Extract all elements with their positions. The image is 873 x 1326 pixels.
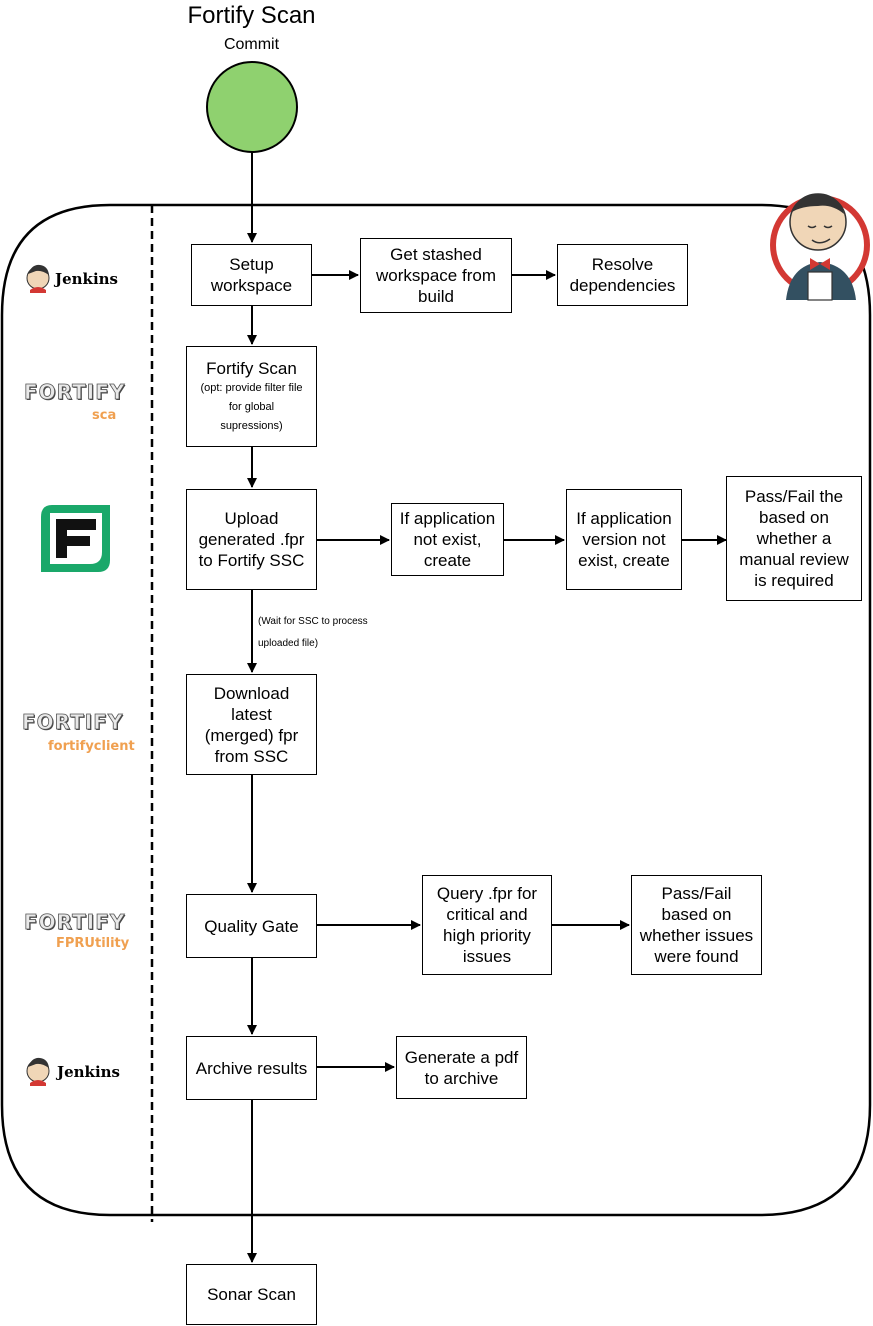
jenkins-logo-label: Jenkins bbox=[57, 1063, 120, 1081]
get-stashed-workspace-step: Get stashed workspace from build bbox=[360, 238, 512, 313]
fortifyclient-sub: fortifyclient bbox=[48, 739, 135, 754]
quality-gate-step: Quality Gate bbox=[186, 894, 317, 958]
fortify-sca-sub: sca bbox=[92, 408, 117, 423]
pass-fail-issues-step: Pass/Fail based on whether issues were f… bbox=[631, 875, 762, 975]
pass-fail-review-step: Pass/Fail the based on whether a manual … bbox=[726, 476, 862, 601]
resolve-dependencies-step: Resolve dependencies bbox=[557, 244, 688, 306]
start-label: Commit bbox=[223, 36, 280, 53]
upload-fpr-step: Upload generated .fpr to Fortify SSC bbox=[186, 489, 317, 590]
jenkins-mascot-icon bbox=[770, 193, 870, 301]
generate-pdf-step: Generate a pdf to archive bbox=[396, 1036, 527, 1099]
wait-note: (Wait for SSC to process uploaded file) bbox=[258, 616, 368, 649]
create-version-step: If application version not exist, create bbox=[566, 489, 682, 590]
diagram-title: Fortify Scan bbox=[187, 2, 316, 29]
start-node bbox=[206, 61, 298, 153]
fortifyclient-logo: FORTIFY bbox=[22, 710, 124, 735]
fortify-sca-logo: FORTIFY bbox=[24, 380, 126, 405]
fprutility-sub: FPRUtility bbox=[56, 936, 130, 951]
jenkins-small-icon bbox=[26, 1057, 50, 1086]
archive-results-step: Archive results bbox=[186, 1036, 317, 1100]
download-fpr-step: Download latest (merged) fpr from SSC bbox=[186, 674, 317, 775]
jenkins-small-icon bbox=[26, 264, 50, 293]
setup-workspace-step: Setup workspace bbox=[191, 244, 312, 306]
jenkins-logo-label: Jenkins bbox=[55, 270, 118, 288]
fortify-ssc-icon bbox=[41, 505, 110, 572]
sonar-scan-step: Sonar Scan bbox=[186, 1264, 317, 1325]
query-fpr-step: Query .fpr for critical and high priorit… bbox=[422, 875, 552, 975]
create-application-step: If application not exist, create bbox=[391, 503, 504, 576]
fortify-scan-step: Fortify Scan (opt: provide filter file f… bbox=[186, 346, 317, 447]
fprutility-logo: FORTIFY bbox=[24, 910, 126, 935]
